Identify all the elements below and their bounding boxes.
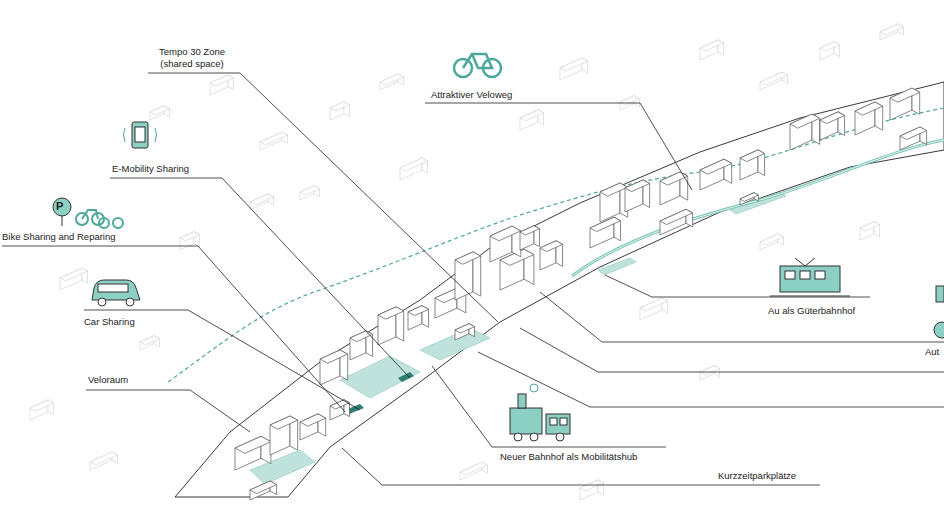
building — [180, 232, 200, 241]
building — [235, 436, 271, 453]
service-label: Bike Sharing and Reparing — [2, 231, 116, 243]
zone-label: Tempo 30 Zone (shared space) — [150, 46, 234, 70]
building — [408, 306, 429, 316]
building — [140, 336, 160, 345]
parking-letter: P — [56, 200, 63, 214]
building — [330, 102, 350, 111]
cut-label: Aut — [925, 346, 939, 358]
building — [700, 159, 732, 174]
building — [400, 158, 428, 171]
service-label: E-Mobility Sharing — [112, 163, 189, 175]
building — [820, 112, 845, 124]
building — [460, 462, 488, 475]
building — [490, 226, 521, 241]
building — [740, 150, 765, 162]
building — [380, 74, 404, 85]
building — [640, 298, 668, 311]
building — [30, 400, 54, 411]
building — [250, 481, 277, 494]
building — [260, 132, 288, 145]
building — [625, 180, 650, 192]
building — [660, 209, 693, 224]
building — [740, 193, 758, 202]
building — [520, 226, 540, 235]
building — [150, 106, 170, 115]
route-label: Attraktiver Veloweg — [431, 89, 512, 101]
building — [860, 222, 880, 231]
building — [330, 400, 350, 409]
building — [590, 217, 621, 231]
building — [270, 416, 298, 429]
area-label: Veloraum — [88, 374, 128, 386]
building — [620, 96, 640, 105]
building — [880, 24, 904, 35]
building — [455, 252, 481, 264]
building — [560, 58, 588, 71]
building — [660, 172, 688, 185]
parking-label: Kurzzeitparkplätze — [718, 470, 796, 482]
building — [855, 102, 883, 115]
building — [600, 183, 628, 196]
building — [900, 127, 927, 140]
building — [60, 268, 88, 281]
building — [760, 72, 788, 85]
building — [700, 40, 724, 51]
building — [320, 350, 348, 363]
building — [210, 75, 234, 86]
building — [790, 114, 820, 128]
street-area — [175, 82, 944, 497]
building — [890, 88, 920, 102]
building — [300, 414, 326, 426]
building — [580, 480, 604, 491]
building — [820, 42, 840, 51]
service-label: Car Sharing — [84, 316, 135, 328]
building — [300, 186, 320, 195]
building — [455, 324, 475, 333]
station-label: Neuer Bahnhof als Mobilitätshub — [500, 451, 637, 463]
building — [760, 234, 784, 245]
building — [350, 331, 373, 342]
building — [378, 307, 404, 319]
station-label: Au als Güterbahnhof — [768, 305, 855, 317]
building — [90, 452, 118, 465]
building — [250, 194, 274, 205]
building — [540, 241, 563, 252]
building — [520, 110, 544, 121]
building — [700, 366, 720, 375]
